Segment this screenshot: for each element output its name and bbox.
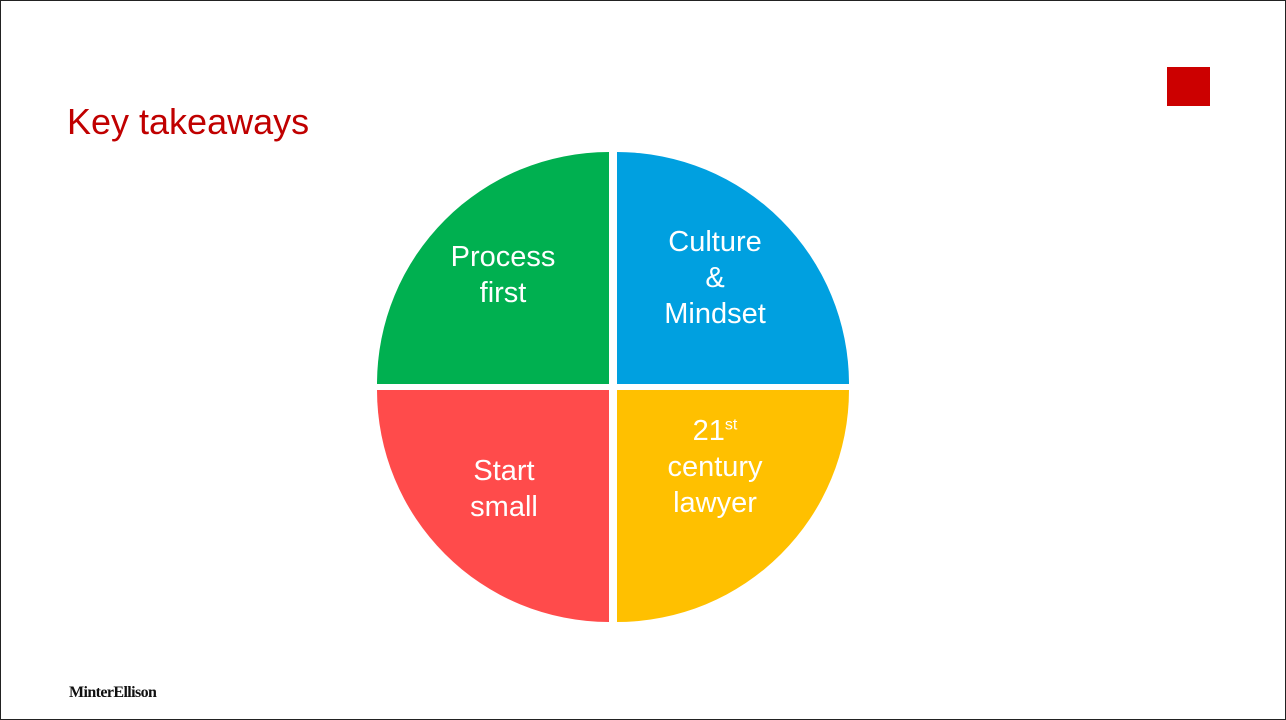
minterellison-logo: MinterEllison: [69, 684, 157, 701]
quadrant-21st-century-lawyer: [617, 390, 849, 622]
quadrant-start-small: [377, 390, 609, 622]
label-superscript: st: [724, 416, 738, 434]
label-line: Start: [473, 455, 535, 487]
slide-title: Key takeaways: [67, 101, 310, 142]
label-line: century: [667, 450, 763, 483]
brand-square: [1167, 67, 1210, 106]
quadrant-culture-mindset: [617, 152, 849, 384]
quadrant-process-first: [377, 152, 609, 384]
label-line: Process: [450, 241, 556, 273]
label-21st-century-lawyer: 21st century lawyer: [615, 414, 815, 522]
label-line: Mindset: [664, 297, 766, 330]
label-line: 21st: [615, 414, 815, 450]
label-number: 21: [692, 415, 725, 447]
label-start-small: Start small: [404, 454, 604, 526]
label-line: first: [479, 276, 527, 309]
label-line: Culture: [668, 226, 762, 258]
label-process-first: Process first: [403, 240, 603, 312]
label-line: lawyer: [673, 486, 757, 519]
label-culture-mindset: Culture & Mindset: [615, 225, 815, 333]
label-line: small: [470, 490, 538, 523]
label-line: &: [705, 261, 725, 294]
quadrant-circle: [377, 152, 849, 622]
takeaways-diagram: Process first Culture & Mindset Start sm…: [373, 152, 853, 624]
